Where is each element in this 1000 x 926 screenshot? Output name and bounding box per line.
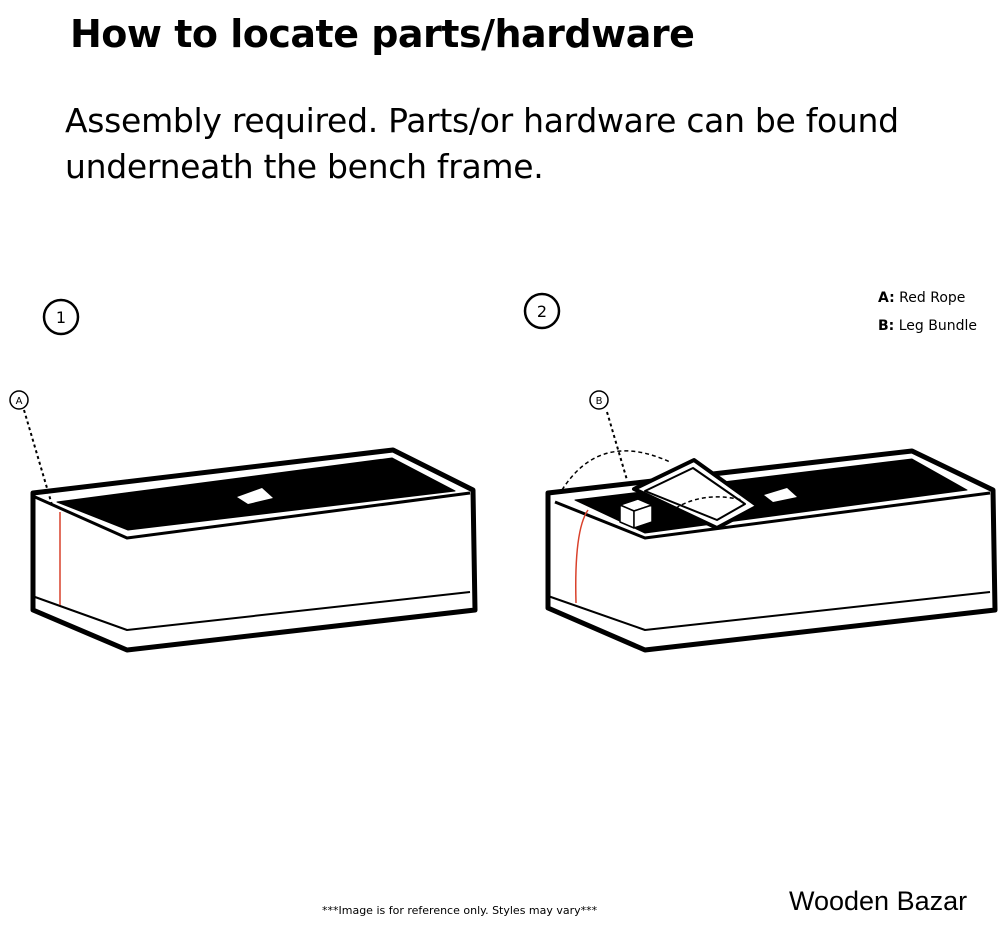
red-rope [575, 509, 589, 604]
legend-label: Leg Bundle [894, 318, 977, 334]
disclaimer-note: ***Image is for reference only. Styles m… [322, 904, 598, 917]
parts-legend: A: Red Rope B: Leg Bundle [878, 284, 977, 340]
callout-b: B [589, 390, 628, 481]
legend-key: A [878, 290, 890, 306]
leg-bundle-box [619, 498, 653, 529]
callout-label: B [596, 396, 603, 407]
hardware-packet-icon [237, 488, 273, 504]
step-number: 2 [537, 302, 547, 321]
description: Assembly required. Parts/or hardware can… [65, 98, 899, 190]
legend-label: Red Rope [894, 290, 966, 306]
brand-watermark: Wooden Bazar [789, 886, 968, 916]
description-line: underneath the bench frame. [65, 147, 544, 186]
bench-illustration-2 [545, 448, 998, 653]
hardware-packet-icon [764, 488, 797, 502]
step-2-marker: 2 [523, 292, 561, 330]
legend-sep: : [889, 290, 895, 306]
description-line: Assembly required. Parts/or hardware can… [65, 101, 899, 140]
legend-sep: : [888, 318, 895, 334]
step-1-marker: 1 [42, 298, 80, 336]
legend-item-leg-bundle: B: Leg Bundle [878, 312, 977, 340]
callout-a: A [9, 390, 53, 506]
open-lid [632, 458, 760, 530]
page-title: How to locate parts/hardware [70, 12, 695, 56]
callout-label: A [16, 396, 23, 407]
legend-key: B [878, 318, 889, 334]
legend-item-red-rope: A: Red Rope [878, 284, 977, 312]
bench-illustration-1 [30, 447, 478, 653]
step-number: 1 [56, 308, 66, 327]
